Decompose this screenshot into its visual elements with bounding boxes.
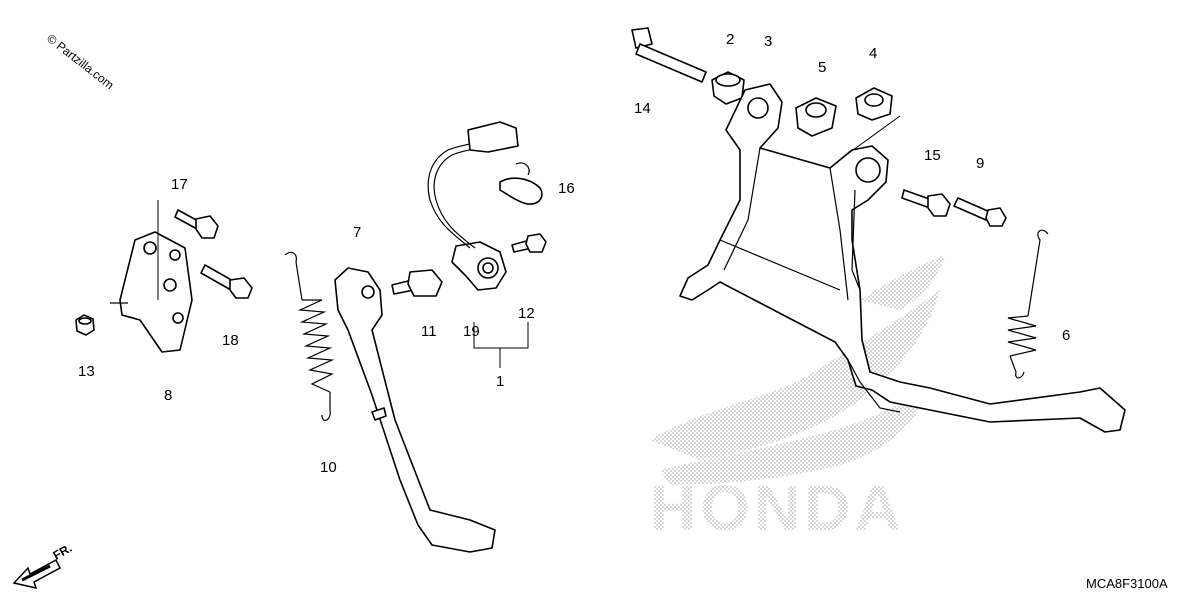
side-stand-spring bbox=[284, 251, 335, 422]
stopper-bolt-9 bbox=[953, 197, 1007, 227]
callout-2: 2 bbox=[726, 31, 734, 48]
callout-5: 5 bbox=[818, 59, 826, 76]
callout-labels: 1 2 3 4 5 6 7 8 9 10 11 12 13 14 15 16 1… bbox=[78, 31, 1070, 476]
watermark-text: © Partzilla.com bbox=[44, 31, 116, 92]
center-stand-spring bbox=[1007, 229, 1049, 379]
front-arrow-label: FR. bbox=[51, 541, 75, 563]
wire-clip bbox=[499, 162, 543, 205]
callout-19: 19 bbox=[463, 323, 480, 340]
flange-nut bbox=[75, 314, 95, 336]
center-stand bbox=[679, 83, 1126, 433]
bracket-bolt-17 bbox=[174, 209, 219, 239]
leader-4 bbox=[841, 115, 901, 159]
callout-12: 12 bbox=[518, 305, 535, 322]
callout-8: 8 bbox=[164, 387, 172, 404]
callout-13: 13 bbox=[78, 363, 95, 380]
bushing-4 bbox=[855, 87, 893, 121]
callout-18: 18 bbox=[222, 332, 239, 349]
center-stand-bolt-15 bbox=[901, 189, 951, 217]
callout-10: 10 bbox=[320, 459, 337, 476]
callout-15: 15 bbox=[924, 147, 941, 164]
callout-3: 3 bbox=[764, 33, 772, 50]
switch-screw-12 bbox=[511, 233, 547, 253]
callout-11: 11 bbox=[421, 323, 437, 340]
honda-logo-text: HONDA bbox=[650, 472, 905, 544]
front-direction-arrow-icon bbox=[12, 558, 61, 590]
callout-6: 6 bbox=[1062, 327, 1070, 344]
callout-16: 16 bbox=[558, 180, 575, 197]
bushing-5 bbox=[795, 97, 837, 137]
callout-1: 1 bbox=[496, 373, 504, 390]
diagram-code: MCA8F3100A bbox=[1086, 576, 1168, 591]
bracket-bolt-18 bbox=[200, 264, 253, 299]
leader-group-1 bbox=[473, 322, 529, 349]
collar-2 bbox=[711, 71, 745, 105]
center-stand-bolt bbox=[631, 27, 707, 83]
callout-4: 4 bbox=[869, 45, 877, 62]
callout-9: 9 bbox=[976, 155, 984, 172]
callout-14: 14 bbox=[634, 100, 651, 117]
callout-17: 17 bbox=[171, 176, 188, 193]
pivot-bolt-11 bbox=[391, 269, 443, 297]
side-stand-switch bbox=[427, 121, 519, 291]
honda-wing-logo-icon bbox=[650, 255, 945, 485]
callout-7: 7 bbox=[353, 224, 361, 241]
side-stand-bracket bbox=[110, 231, 193, 353]
side-stand bbox=[334, 267, 496, 553]
